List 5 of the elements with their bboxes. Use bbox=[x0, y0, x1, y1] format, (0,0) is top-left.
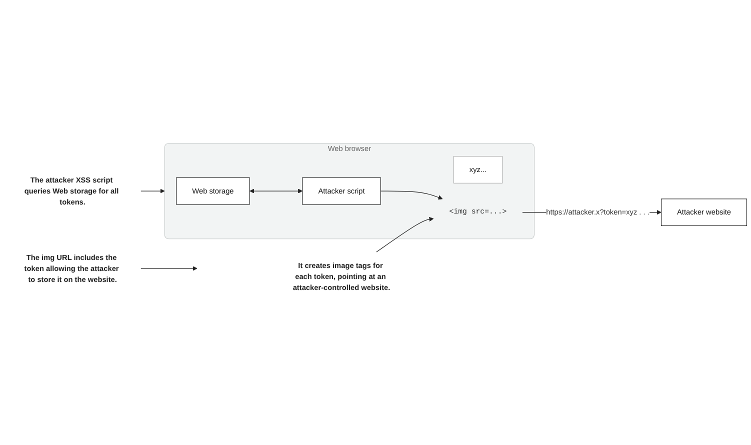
arrow bbox=[376, 217, 434, 253]
arrow bbox=[140, 189, 165, 194]
arrow bbox=[380, 191, 443, 200]
arrow bbox=[250, 189, 303, 194]
arrow bbox=[140, 266, 198, 272]
